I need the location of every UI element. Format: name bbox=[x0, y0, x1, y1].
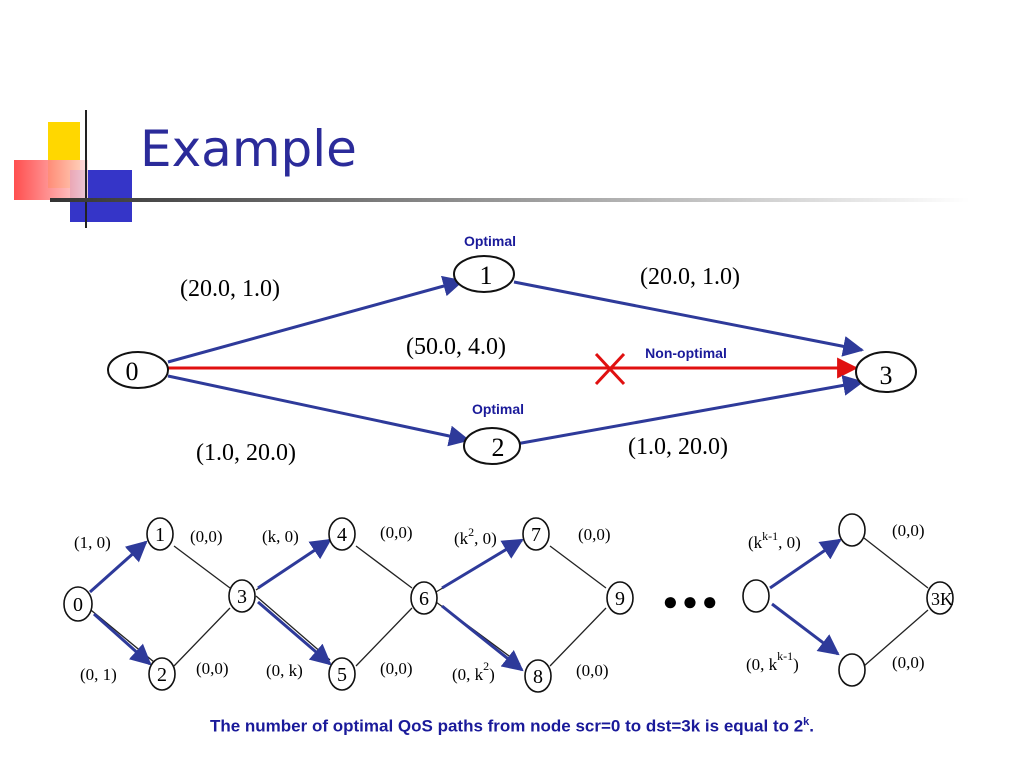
svg-text:(kk-1, 0): (kk-1, 0) bbox=[748, 529, 801, 552]
title-decoration bbox=[14, 110, 970, 228]
chain-node-4 bbox=[328, 517, 356, 551]
svg-text:(0,0): (0,0) bbox=[578, 525, 611, 544]
chain-node-last-top bbox=[838, 513, 866, 547]
slide-title: Example bbox=[140, 120, 357, 178]
svg-text:8: 8 bbox=[533, 666, 543, 688]
chain-thin-edges bbox=[85, 537, 929, 667]
chain-node-0 bbox=[63, 586, 93, 622]
svg-text:(0,0): (0,0) bbox=[892, 521, 925, 540]
chain-node-3k bbox=[926, 581, 954, 615]
svg-text:4: 4 bbox=[337, 524, 347, 546]
chain-node-6 bbox=[410, 581, 438, 615]
svg-text:9: 9 bbox=[615, 588, 625, 610]
chain-node-labels: 0 1 2 3 4 5 6 7 8 9 3K bbox=[73, 524, 953, 688]
svg-text:(0, 1): (0, 1) bbox=[80, 665, 117, 684]
ellipsis-dots-icon: ●●● bbox=[662, 586, 721, 616]
chain-node-9 bbox=[606, 581, 634, 615]
chain-node-2 bbox=[148, 657, 176, 691]
chain-node-1 bbox=[146, 517, 174, 551]
svg-text:(0,0): (0,0) bbox=[892, 653, 925, 672]
edge-1-3 bbox=[513, 280, 865, 357]
node-2-label: 2 bbox=[492, 433, 505, 462]
top-graph: 0 1 2 3 (20.0, 1.0) (20.0, 1.0) (50.0, 4… bbox=[107, 233, 917, 466]
svg-text:0: 0 bbox=[73, 594, 83, 616]
svg-text:(0,0): (0,0) bbox=[190, 527, 223, 546]
svg-text:3K: 3K bbox=[931, 589, 953, 609]
node-3 bbox=[855, 351, 917, 393]
edge-0-1-label: (20.0, 1.0) bbox=[180, 276, 280, 302]
edge-2-3-label: (1.0, 20.0) bbox=[628, 434, 728, 460]
node-1 bbox=[453, 255, 515, 293]
svg-text:7: 7 bbox=[531, 524, 541, 546]
svg-text:(1, 0): (1, 0) bbox=[74, 533, 111, 552]
chain-node-7 bbox=[522, 517, 550, 551]
chain-blue-edges bbox=[89, 538, 842, 672]
optimal-top-annotation: Optimal bbox=[464, 233, 516, 249]
svg-text:(0,0): (0,0) bbox=[380, 659, 413, 678]
cross-mark-icon bbox=[594, 352, 626, 386]
svg-text:(0,0): (0,0) bbox=[196, 659, 229, 678]
node-3-label: 3 bbox=[880, 361, 893, 390]
svg-text:3: 3 bbox=[237, 586, 247, 608]
svg-text:(0,0): (0,0) bbox=[380, 523, 413, 542]
svg-text:(k, 0): (k, 0) bbox=[262, 527, 299, 546]
chain-node-8 bbox=[524, 659, 552, 693]
caption-end: . bbox=[809, 716, 815, 736]
edge-0-1 bbox=[167, 275, 465, 364]
title-underline bbox=[50, 198, 970, 202]
chain-nodes bbox=[63, 513, 954, 693]
svg-text:(0,0): (0,0) bbox=[576, 661, 609, 680]
node-0-label: 0 bbox=[126, 357, 139, 386]
chain-node-5 bbox=[328, 657, 356, 691]
chain-graph: 0 1 2 3 4 5 6 7 8 9 3K (1, 0) (0,0) (0, … bbox=[63, 513, 954, 693]
svg-text:(0, k2): (0, k2) bbox=[452, 659, 495, 684]
svg-text:(0, kk-1): (0, kk-1) bbox=[746, 649, 799, 674]
svg-text:2: 2 bbox=[157, 664, 167, 686]
svg-text:6: 6 bbox=[419, 588, 429, 610]
chain-edge-labels: (1, 0) (0,0) (0, 1) (0,0) (k, 0) (0,0) (… bbox=[74, 521, 925, 684]
optimal-bottom-annotation: Optimal bbox=[472, 401, 524, 417]
edge-0-3-label: (50.0, 4.0) bbox=[406, 334, 506, 360]
edge-0-2 bbox=[167, 374, 471, 447]
non-optimal-annotation: Non-optimal bbox=[645, 345, 727, 361]
svg-text:(k2, 0): (k2, 0) bbox=[454, 525, 497, 548]
chain-node-last-bottom bbox=[838, 653, 866, 687]
edge-2-3 bbox=[515, 374, 865, 446]
svg-text:(0, k): (0, k) bbox=[266, 661, 303, 680]
svg-text:1: 1 bbox=[155, 524, 165, 546]
caption-text: The number of optimal QoS paths from nod… bbox=[209, 716, 804, 736]
red-square bbox=[14, 160, 88, 200]
edge-0-2-label: (1.0, 20.0) bbox=[196, 440, 296, 466]
caption-exponent: k bbox=[803, 716, 810, 728]
node-0 bbox=[107, 351, 169, 389]
node-2 bbox=[463, 427, 521, 465]
node-1-label: 1 bbox=[480, 261, 493, 290]
svg-text:5: 5 bbox=[337, 664, 347, 686]
caption: The number of optimal QoS paths from nod… bbox=[0, 716, 1024, 737]
edge-1-3-label: (20.0, 1.0) bbox=[640, 264, 740, 290]
chain-node-last-start bbox=[742, 579, 770, 613]
chain-node-3 bbox=[228, 579, 256, 613]
